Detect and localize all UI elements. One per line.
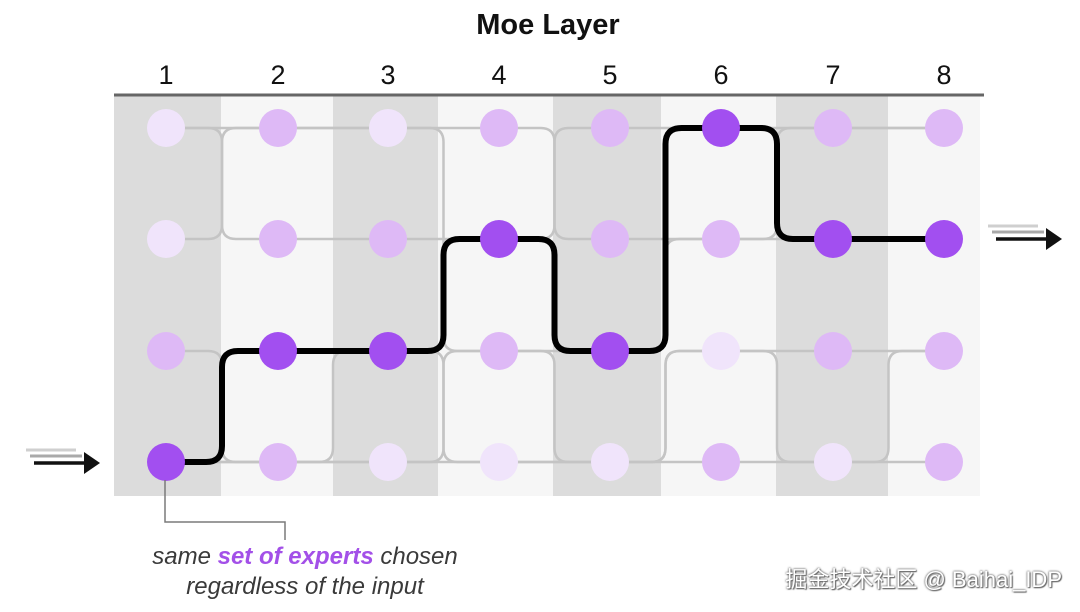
expert-dot	[480, 109, 518, 147]
expert-dot	[814, 109, 852, 147]
caption-highlight: set of experts	[217, 543, 374, 570]
expert-dot	[147, 220, 185, 258]
expert-dot	[591, 443, 629, 481]
layer-label: 7	[825, 60, 840, 90]
layer-label: 4	[491, 60, 506, 90]
expert-dots	[147, 109, 963, 481]
selected-expert-dot	[147, 443, 185, 481]
caption-text-end: chosen	[373, 543, 458, 570]
selected-expert-dot	[480, 220, 518, 258]
caption-text-start: same	[152, 543, 218, 570]
expert-dot	[480, 332, 518, 370]
selected-expert-dot	[369, 332, 407, 370]
expert-dot	[591, 109, 629, 147]
expert-dot	[702, 332, 740, 370]
expert-dot	[814, 443, 852, 481]
layer-column-6	[661, 96, 776, 496]
layer-label: 8	[936, 60, 951, 90]
selected-expert-dot	[259, 332, 297, 370]
expert-dot	[480, 443, 518, 481]
selected-route	[166, 125, 944, 465]
expert-dot	[925, 332, 963, 370]
caption-leader-line	[164, 480, 286, 540]
caption: same set of experts chosen regardless of…	[110, 542, 500, 602]
selected-expert-dot	[925, 220, 963, 258]
layer-label: 1	[158, 60, 173, 90]
expert-dot	[814, 332, 852, 370]
expert-dot	[925, 109, 963, 147]
expert-dot	[259, 109, 297, 147]
layer-column-1	[114, 96, 221, 496]
layer-label: 2	[270, 60, 285, 90]
diagram-title: Moe Layer	[476, 9, 619, 41]
layer-column-2	[221, 96, 333, 496]
expert-dot	[147, 332, 185, 370]
selected-expert-dot	[814, 220, 852, 258]
layer-label: 3	[380, 60, 395, 90]
expert-dot	[702, 220, 740, 258]
selected-expert-dot	[702, 109, 740, 147]
layer-column-7	[776, 96, 888, 496]
layer-column-5	[553, 96, 661, 496]
layer-column-3	[333, 96, 438, 496]
layer-label: 5	[602, 60, 617, 90]
expert-dot	[591, 220, 629, 258]
expert-dot	[259, 220, 297, 258]
expert-dot	[369, 220, 407, 258]
selected-expert-dot	[591, 332, 629, 370]
output-arrow-icon	[988, 224, 1062, 250]
caption-line-2: regardless of the input	[186, 573, 424, 600]
expert-dot	[369, 443, 407, 481]
layer-column-8	[888, 96, 980, 496]
expert-dot	[702, 443, 740, 481]
layer-labels: 1 2 3 4 5 6 7 8	[158, 60, 951, 90]
expert-dot	[259, 443, 297, 481]
expert-dot	[925, 443, 963, 481]
layer-label: 6	[713, 60, 728, 90]
layer-columns	[114, 96, 980, 496]
input-arrow-icon	[26, 448, 100, 474]
expert-dot	[147, 109, 185, 147]
watermark: 掘金技术社区 @ Baihai_IDP	[785, 567, 1062, 592]
expert-dot	[369, 109, 407, 147]
layer-column-4	[438, 96, 553, 496]
